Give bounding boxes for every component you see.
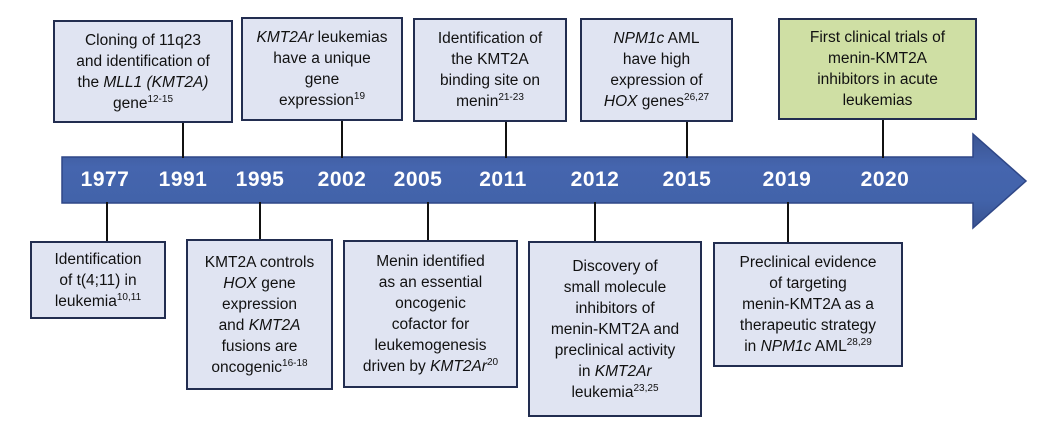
connector-bottom-1995 xyxy=(259,202,261,240)
year-1977: 1977 xyxy=(80,168,130,191)
connector-top-2002 xyxy=(341,119,343,158)
year-2020: 2020 xyxy=(860,168,910,191)
connector-bottom-2005 xyxy=(427,202,429,241)
connector-bottom-1977 xyxy=(106,202,108,242)
year-2002: 2002 xyxy=(317,168,367,191)
connector-top-2011 xyxy=(505,121,507,158)
year-2011: 2011 xyxy=(479,168,527,191)
year-2015: 2015 xyxy=(662,168,712,191)
connector-top-1991 xyxy=(182,122,184,158)
connector-top-2020 xyxy=(882,119,884,158)
connector-bottom-2019 xyxy=(787,202,789,243)
year-2005: 2005 xyxy=(393,168,443,191)
connector-top-2015 xyxy=(686,121,688,158)
year-1995: 1995 xyxy=(235,168,285,191)
year-2012: 2012 xyxy=(570,168,620,191)
connector-bottom-2012 xyxy=(594,202,596,242)
year-2019: 2019 xyxy=(762,168,812,191)
year-1991: 1991 xyxy=(158,168,208,191)
